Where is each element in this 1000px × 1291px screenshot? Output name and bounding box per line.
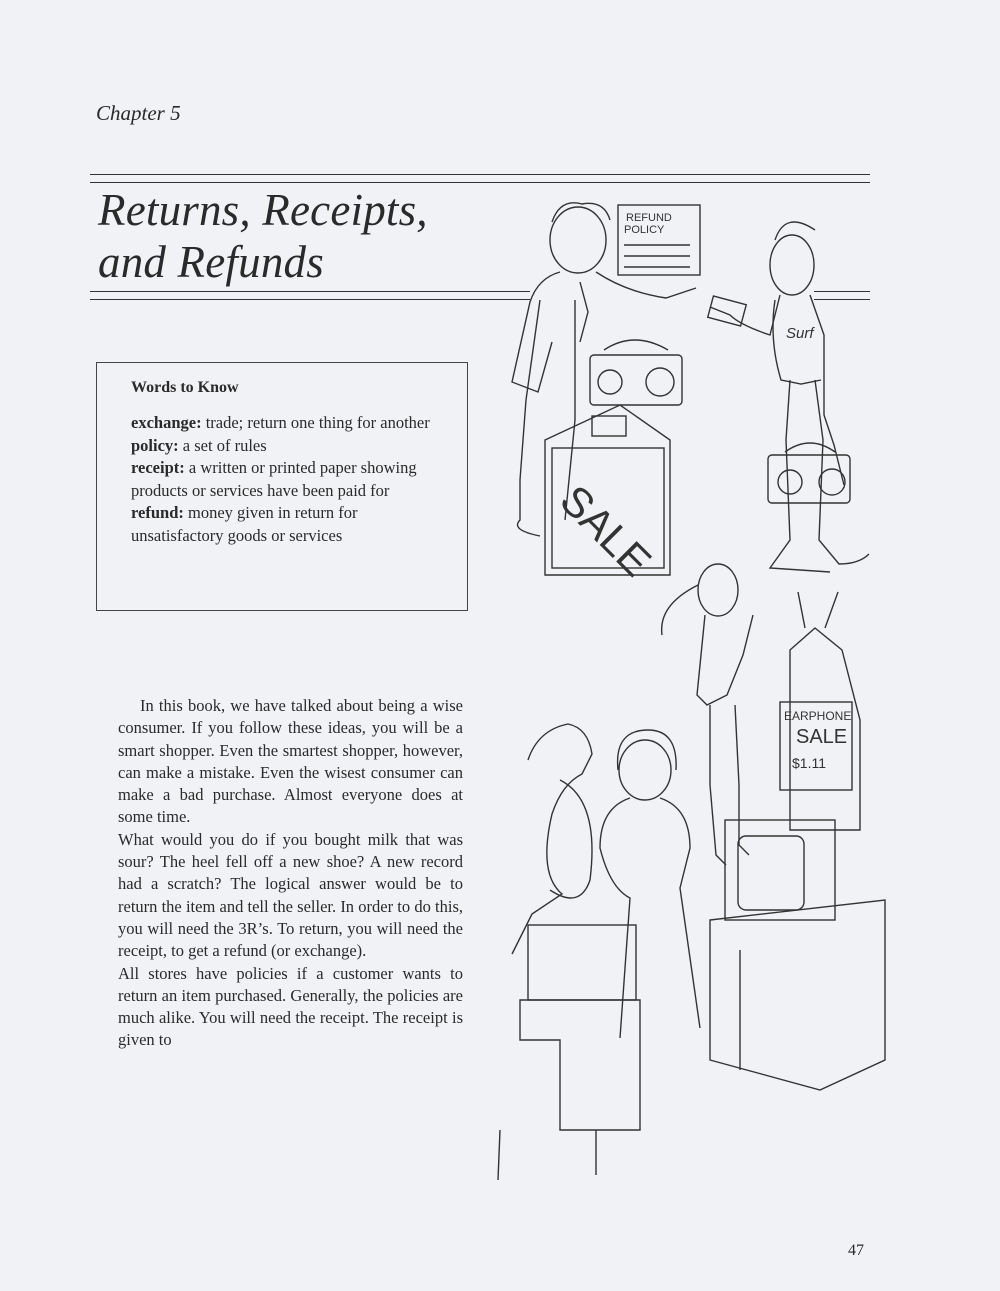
tv-display [709, 819, 886, 1091]
receipt-paper [706, 295, 748, 327]
vocab-entry: exchange: trade; return one thing for an… [131, 412, 451, 435]
sale-counter: SALE [544, 404, 671, 585]
vocab-term: receipt: [131, 458, 185, 477]
chapter-label: Chapter 5 [96, 101, 181, 125]
customer-figure: Surf [709, 221, 870, 573]
paragraph: All stores have policies if a customer w… [118, 963, 463, 1052]
vocab-definition: money given in return for unsatisfactory… [131, 503, 358, 545]
radio-carried [767, 442, 851, 504]
dog-figure [511, 723, 593, 955]
page-number: 47 [848, 1242, 864, 1259]
vocab-entry: receipt: a written or printed paper show… [131, 457, 451, 502]
title-rule-top-2 [90, 182, 870, 183]
refund-policy-sign: REFUND POLICY [617, 204, 701, 276]
paragraph-text: What would you do if you bought milk tha… [118, 829, 463, 961]
shirt-text: Surf [786, 325, 815, 342]
vocab-entry: refund: money given in return for unsati… [131, 502, 451, 547]
page-title: Returns, Receipts, and Refunds [98, 184, 428, 288]
earphone-sign-text: EARPHONE [784, 709, 851, 723]
paragraph: In this book, we have talked about being… [118, 695, 463, 829]
woman-bob-figure [599, 729, 701, 1039]
clerk-figure [511, 202, 697, 537]
title-line-1: Returns, Receipts, [98, 185, 428, 235]
woman-earphones-figure [660, 563, 754, 866]
title-line-2: and Refunds [98, 237, 324, 287]
radio-on-counter [589, 339, 683, 406]
words-to-know-box: Words to Know exchange: trade; return on… [96, 362, 468, 611]
paragraph: What would you do if you bought milk tha… [118, 829, 463, 963]
vocab-definition: trade; return one thing for another [201, 413, 430, 432]
title-rule-bottom-4 [814, 299, 870, 300]
paragraph-text: All stores have policies if a customer w… [118, 963, 463, 1050]
words-to-know-list: exchange: trade; return one thing for an… [131, 412, 451, 547]
vocab-entry: policy: a set of rules [131, 435, 451, 458]
earphone-display: EARPHONE SALE $1.11 [779, 591, 861, 831]
title-rule-bottom-3 [814, 291, 870, 292]
title-rule-bottom-2 [90, 299, 530, 300]
earphone-price-text: $1.11 [792, 755, 826, 771]
title-rule-bottom-1 [90, 291, 530, 292]
words-to-know-heading: Words to Know [131, 379, 239, 396]
body-text: In this book, we have talked about being… [118, 695, 463, 1052]
earphone-sale-text: SALE [796, 726, 847, 748]
vocab-term: exchange: [131, 413, 202, 432]
sign-text-2: POLICY [624, 224, 665, 236]
vocab-definition: a written or printed paper showing produ… [131, 458, 417, 500]
paragraph-text: In this book, we have talked about being… [118, 696, 463, 827]
small-box-pedestal [497, 924, 641, 1181]
counter-sale-text: SALE [551, 476, 660, 585]
vocab-definition: a set of rules [178, 435, 267, 455]
vocab-term: refund: [131, 503, 184, 522]
sign-text-1: REFUND [626, 212, 672, 224]
title-rule-top-1 [90, 174, 870, 175]
vocab-term: policy: [131, 435, 179, 455]
